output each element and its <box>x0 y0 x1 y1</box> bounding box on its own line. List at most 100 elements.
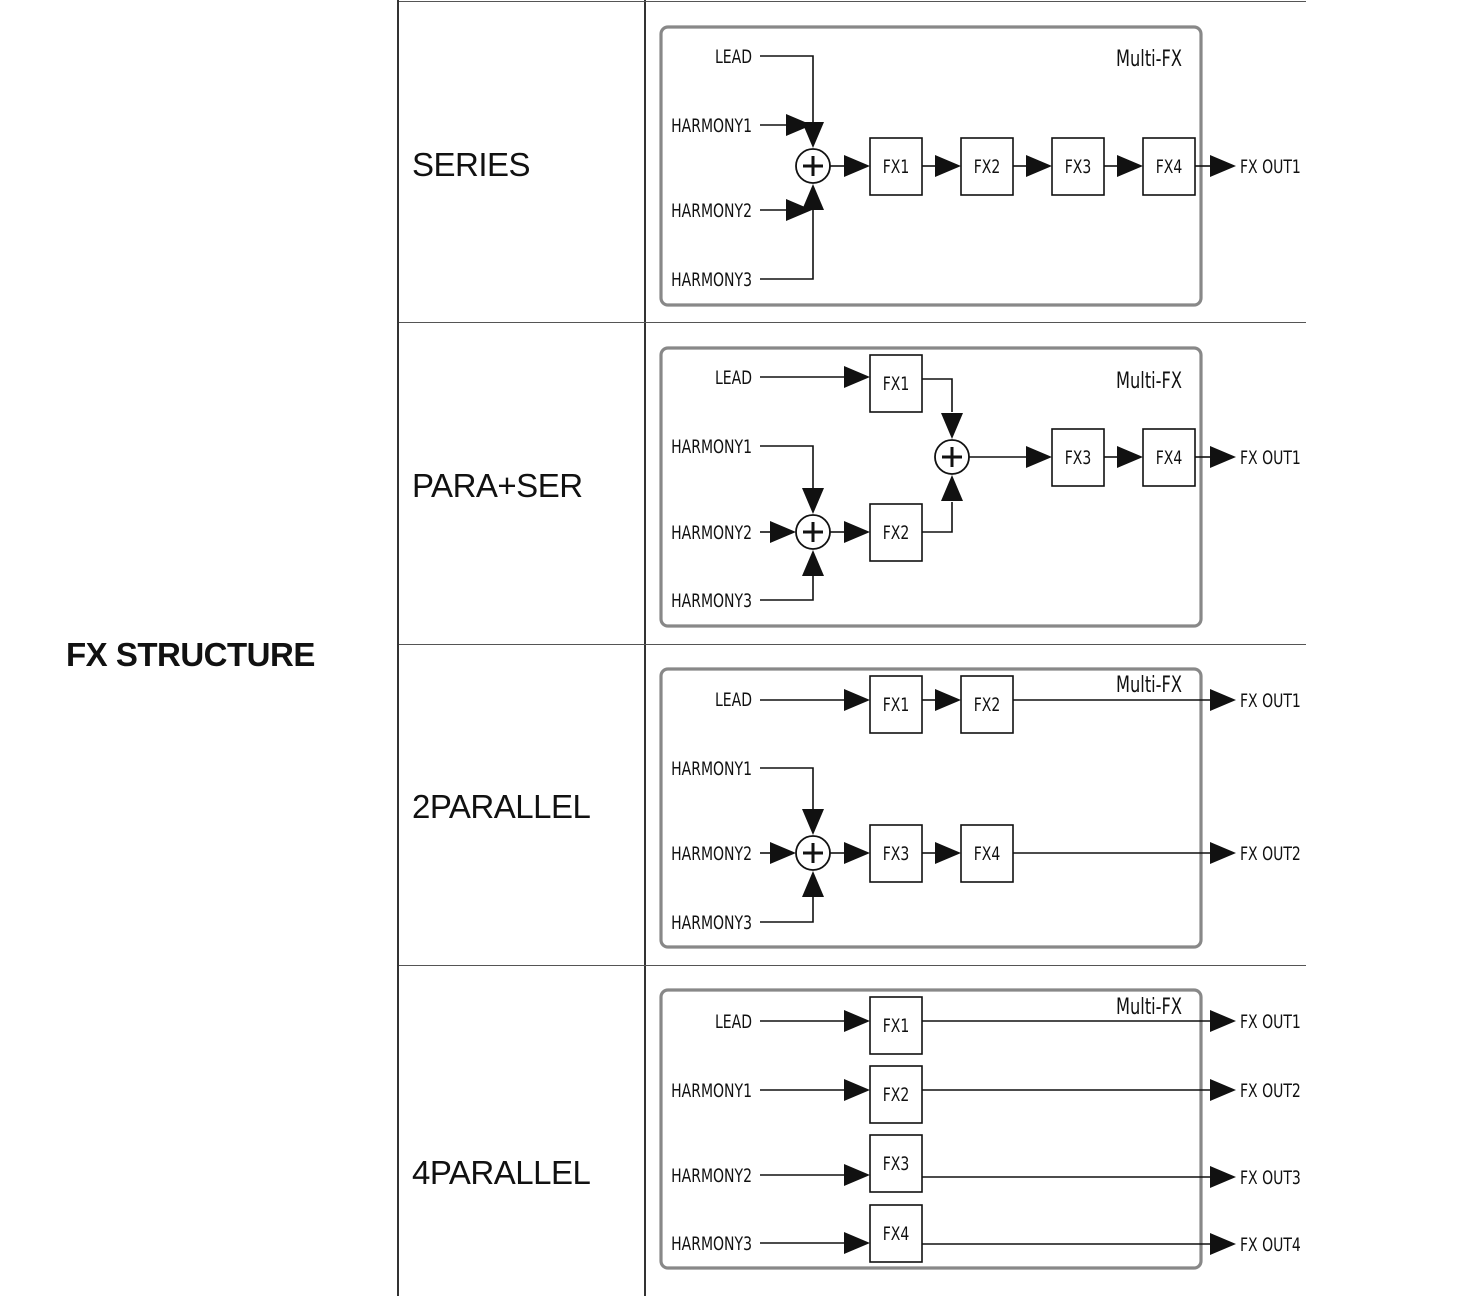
fx1-box <box>869 354 923 413</box>
arrow-head <box>1210 446 1236 468</box>
signal-line <box>760 445 814 488</box>
input-label: HARMONY2 <box>671 523 752 545</box>
arrow-head <box>770 842 796 864</box>
arrow-head <box>802 488 824 514</box>
input-label: LEAD <box>715 1012 752 1034</box>
row-divider <box>399 1 1306 2</box>
multi-fx-label: Multi-FX <box>1116 671 1182 697</box>
arrow-head <box>941 413 963 439</box>
fx1-label: FX1 <box>883 695 910 717</box>
arrow-head <box>844 521 870 543</box>
fx3-box <box>1051 428 1105 487</box>
signal-line <box>760 210 814 280</box>
row-divider <box>399 322 1306 323</box>
input-label: HARMONY1 <box>671 1081 752 1103</box>
multi-fx-label: Multi-FX <box>1116 45 1182 71</box>
arrow-head <box>1210 1166 1236 1188</box>
arrow-head <box>786 114 812 136</box>
fx3-label: FX3 <box>883 844 910 866</box>
arrow-head <box>844 1010 870 1032</box>
arrow-head <box>802 871 824 897</box>
fx4-label: FX4 <box>883 1224 910 1246</box>
signal-line <box>760 576 814 601</box>
input-label: LEAD <box>715 368 752 390</box>
output-label: FX OUT1 <box>1240 448 1301 470</box>
input-label: HARMONY3 <box>671 270 752 292</box>
arrow-head <box>1210 155 1236 177</box>
arrow-head <box>1117 446 1143 468</box>
signal-line <box>760 767 814 809</box>
arrow-head <box>802 809 824 835</box>
mode-label-2parallel: 2PARALLEL <box>412 788 591 825</box>
multi-fx-frame <box>659 988 1203 1270</box>
input-label: HARMONY3 <box>671 591 752 613</box>
arrow-head <box>935 689 961 711</box>
output-label: FX OUT4 <box>1240 1235 1301 1257</box>
input-label: HARMONY3 <box>671 1234 752 1256</box>
input-label: HARMONY2 <box>671 1166 752 1188</box>
arrow-head <box>1210 842 1236 864</box>
row-divider <box>399 965 1306 966</box>
output-label: FX OUT2 <box>1240 844 1301 866</box>
fx4-box <box>1142 137 1196 196</box>
input-label: LEAD <box>715 690 752 712</box>
fx2-label: FX2 <box>883 523 910 545</box>
fx4-box <box>960 824 1014 883</box>
arrow-head <box>786 199 812 221</box>
arrow-head <box>802 184 824 210</box>
mode-label-series: SERIES <box>412 146 531 183</box>
fx3-label: FX3 <box>883 1154 910 1176</box>
signal-line <box>922 502 953 533</box>
arrow-head <box>1026 155 1052 177</box>
fx3-box <box>869 1134 923 1193</box>
arrow-head <box>844 1164 870 1186</box>
fx4-label: FX4 <box>974 844 1001 866</box>
fx1-box <box>869 675 923 734</box>
fx1-label: FX1 <box>883 157 910 179</box>
table-column-divider <box>644 0 646 1296</box>
arrow-head <box>1210 1233 1236 1255</box>
arrow-head <box>844 366 870 388</box>
multi-fx-label: Multi-FX <box>1116 367 1182 393</box>
input-label: HARMONY2 <box>671 844 752 866</box>
output-label: FX OUT3 <box>1240 1168 1301 1190</box>
mode-label-para-ser: PARA+SER <box>412 467 583 504</box>
output-label: FX OUT2 <box>1240 1081 1301 1103</box>
input-label: LEAD <box>715 47 752 69</box>
signal-line <box>760 897 814 923</box>
input-label: HARMONY2 <box>671 201 752 223</box>
fx2-label: FX2 <box>974 157 1001 179</box>
fx2-label: FX2 <box>883 1085 910 1107</box>
arrow-head <box>1210 1079 1236 1101</box>
multi-fx-frame <box>659 667 1203 949</box>
arrow-head <box>844 1232 870 1254</box>
fx2-box <box>869 1065 923 1124</box>
arrow-head <box>935 842 961 864</box>
fx4-box <box>1142 428 1196 487</box>
fx3-box <box>1051 137 1105 196</box>
output-label: FX OUT1 <box>1240 157 1301 179</box>
multi-fx-frame <box>659 346 1203 628</box>
multi-fx-label: Multi-FX <box>1116 993 1182 1019</box>
fx2-box <box>869 503 923 562</box>
signal-line <box>922 378 953 412</box>
fx2-box <box>960 137 1014 196</box>
input-label: HARMONY1 <box>671 759 752 781</box>
input-label: HARMONY1 <box>671 116 752 138</box>
input-label: HARMONY1 <box>671 437 752 459</box>
arrow-head <box>1210 689 1236 711</box>
cut-off-footnote <box>658 1284 1218 1296</box>
fx1-label: FX1 <box>883 374 910 396</box>
mode-label-4parallel: 4PARALLEL <box>412 1154 591 1191</box>
arrow-head <box>802 550 824 576</box>
arrow-head <box>935 155 961 177</box>
fx2-box <box>960 675 1014 734</box>
arrow-head <box>1210 1010 1236 1032</box>
fx3-label: FX3 <box>1065 157 1092 179</box>
fx4-label: FX4 <box>1156 157 1183 179</box>
fx1-label: FX1 <box>883 1016 910 1038</box>
